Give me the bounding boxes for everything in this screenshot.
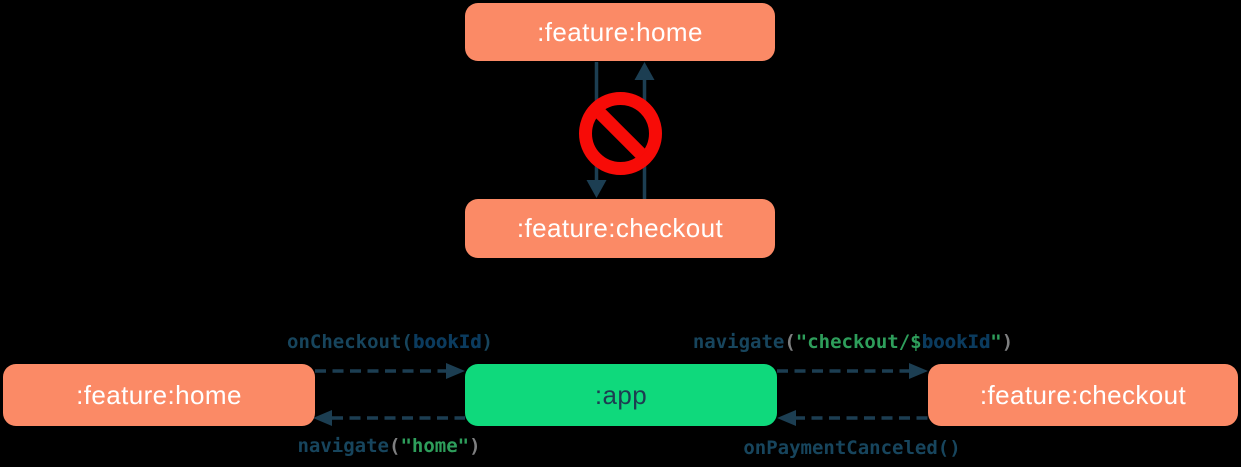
arrow-home-to-app-dashed xyxy=(315,363,465,379)
module-label: :feature:checkout xyxy=(516,213,724,243)
module-label: :feature:home xyxy=(76,379,242,410)
module-label: :feature:home xyxy=(537,16,703,47)
code-token-paren: ) xyxy=(481,331,493,353)
code-token-function: onCheckout xyxy=(287,331,402,353)
label-onpaymentcanceled-call: onPaymentCanceled() xyxy=(743,437,960,459)
code-token-paren: ( xyxy=(937,437,950,459)
code-token-paren: ( xyxy=(401,331,413,353)
module-node-feature-home-top: :feature:home xyxy=(465,3,775,61)
module-node-feature-checkout-bottom: :feature:checkout xyxy=(928,364,1238,426)
code-token-argument: bookId xyxy=(921,331,991,353)
module-node-feature-checkout-top: :feature:checkout xyxy=(465,199,775,258)
code-token-argument: bookId xyxy=(412,331,482,353)
code-token-function: onPaymentCanceled xyxy=(743,437,938,459)
code-token-paren: ( xyxy=(388,435,401,457)
code-token-function: navigate xyxy=(692,331,785,353)
arrow-checkout-to-app-dashed xyxy=(777,410,928,426)
no-entry-slash xyxy=(595,108,646,159)
code-token-paren: ) xyxy=(1001,331,1014,353)
code-token-paren: ) xyxy=(469,435,481,457)
code-token-string: "home" xyxy=(400,435,470,457)
code-token-string: " xyxy=(990,331,1002,353)
code-token-paren: ) xyxy=(949,437,961,459)
module-label: :app xyxy=(594,379,648,410)
module-node-feature-home-bottom: :feature:home xyxy=(3,364,315,426)
code-token-function: navigate xyxy=(297,435,389,457)
module-label: :feature:checkout xyxy=(979,379,1187,410)
label-navigate-home-call: navigate("home") xyxy=(297,435,480,457)
arrow-app-to-checkout-dashed xyxy=(777,363,928,379)
arrow-app-to-home-dashed xyxy=(313,410,465,426)
no-entry-icon xyxy=(579,92,662,175)
label-navigate-checkout-call: navigate("checkout/$bookId") xyxy=(693,331,1013,353)
code-token-paren: ( xyxy=(784,331,796,353)
code-token-string: "checkout/$ xyxy=(795,331,922,353)
label-oncheckout-call: onCheckout(bookId) xyxy=(287,331,493,353)
module-node-app: :app xyxy=(465,364,777,426)
